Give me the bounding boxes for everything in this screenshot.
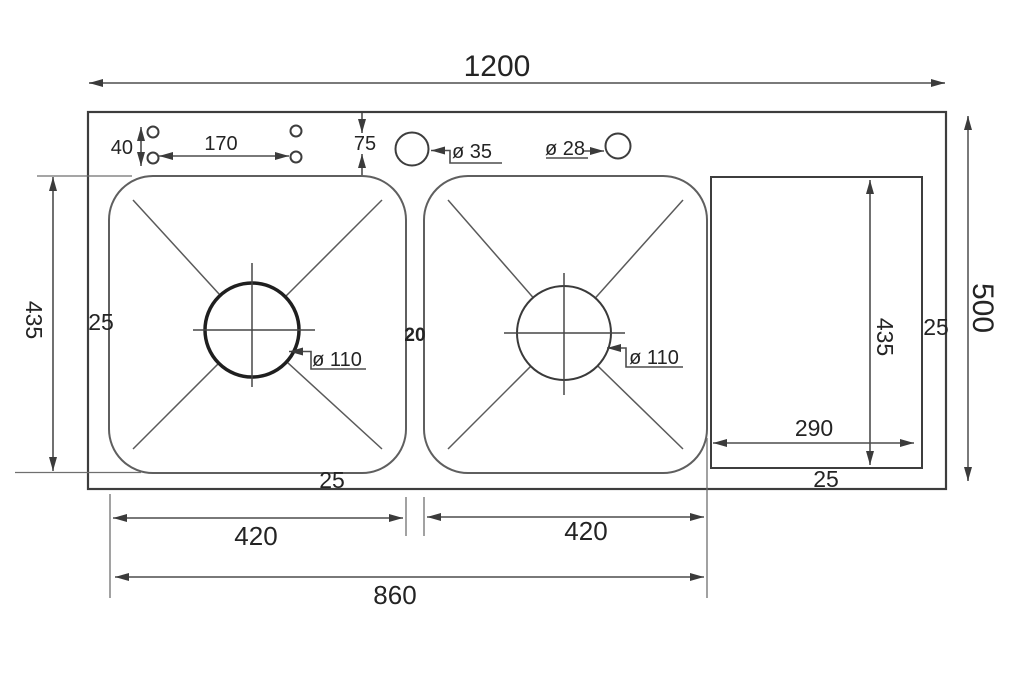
right-bowl: ø 110 bbox=[423, 175, 708, 474]
dim-bowl-bottom-margin-label: 25 bbox=[319, 467, 345, 493]
dim-overall-depth-label: 500 bbox=[966, 283, 999, 333]
dim-bowl-left-margin-label: 25 bbox=[88, 309, 114, 335]
sink-outline bbox=[86, 110, 948, 491]
tap-hole-small: ø 28 bbox=[545, 132, 632, 160]
left-bowl: ø 110 bbox=[108, 175, 407, 474]
dim-combined-bowl-width: 860 bbox=[115, 573, 704, 610]
dim-drainboard-bottom-margin-label: 25 bbox=[813, 466, 839, 492]
dim-drainboard-width-label: 290 bbox=[795, 415, 833, 441]
dim-bowl-depth-label: 435 bbox=[21, 301, 47, 339]
dim-drainboard-depth-label: 435 bbox=[872, 318, 898, 356]
dim-hole-vertical-label: 40 bbox=[111, 137, 133, 159]
tap-hole-large-circle bbox=[394, 131, 430, 167]
tap-hole-small-circle bbox=[604, 132, 632, 160]
dim-hole-vertical-spacing: 40 bbox=[111, 127, 145, 166]
dim-overall-width: 1200 bbox=[89, 50, 945, 87]
dim-left-bowl-width: 420 bbox=[113, 514, 403, 551]
dim-tap-edge-offset: 75 bbox=[354, 113, 376, 175]
dim-drainboard-right-margin-label: 25 bbox=[923, 314, 949, 340]
dim-hole-horizontal-label: 170 bbox=[204, 133, 237, 155]
tap-mounting-holes bbox=[146, 124, 303, 165]
tap-hole-large: ø 35 bbox=[394, 131, 502, 167]
mount-hole-bottom-left bbox=[146, 151, 160, 165]
dim-hole-horizontal-spacing: 170 bbox=[159, 133, 289, 160]
drainboard-outline bbox=[710, 176, 923, 469]
right-bowl-outline bbox=[423, 175, 708, 474]
dim-right-bowl-width: 420 bbox=[427, 513, 704, 546]
dim-overall-depth: 500 bbox=[964, 116, 999, 481]
dim-right-bowl-width-label: 420 bbox=[564, 516, 607, 546]
dim-combined-bowl-width-label: 860 bbox=[373, 580, 416, 610]
dim-bottom-extensions bbox=[109, 438, 708, 598]
tap-hole-large-label: ø 35 bbox=[452, 141, 492, 163]
left-drain-label: ø 110 bbox=[312, 349, 362, 371]
dim-bowl-depth: 435 bbox=[15, 175, 141, 474]
tap-hole-small-label: ø 28 bbox=[545, 138, 585, 160]
left-bowl-outline bbox=[108, 175, 407, 474]
dim-divider-label: 20 bbox=[404, 325, 425, 346]
mount-hole-top-left bbox=[146, 125, 160, 139]
mount-hole-bottom-right bbox=[289, 150, 303, 164]
dim-left-bowl-width-label: 420 bbox=[234, 521, 277, 551]
drainboard: 435 290 25 25 bbox=[710, 176, 949, 492]
dim-overall-width-label: 1200 bbox=[464, 50, 531, 83]
right-drain-label: ø 110 bbox=[629, 347, 679, 369]
mount-hole-top-right bbox=[289, 124, 303, 138]
dim-tap-offset-label: 75 bbox=[354, 133, 376, 155]
